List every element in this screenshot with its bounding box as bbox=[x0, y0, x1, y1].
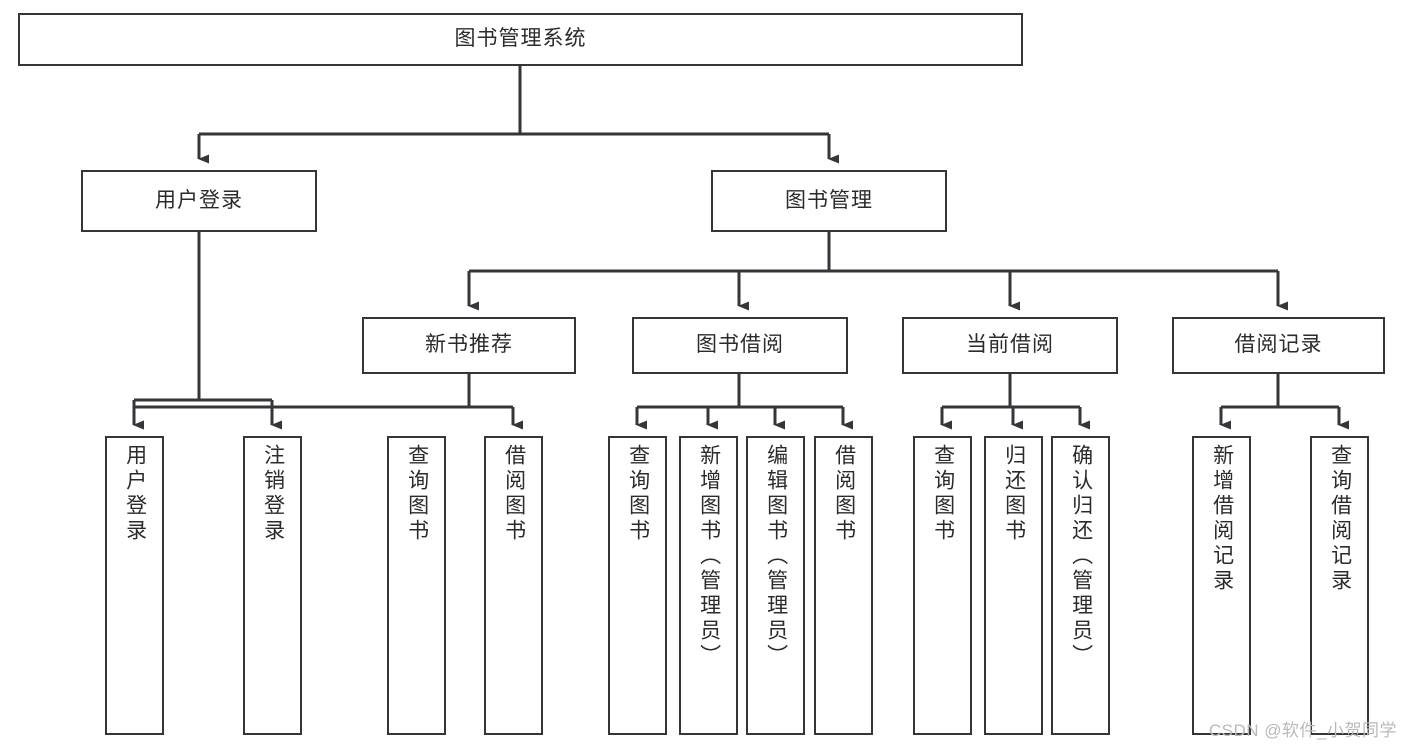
leaf-user-login-label: 用户登录 bbox=[123, 444, 147, 544]
node-borrow-record-label: 借阅记录 bbox=[1234, 333, 1323, 357]
leaf-logout[interactable]: 注销登录 bbox=[243, 436, 302, 735]
node-book-manage-label: 图书管理 bbox=[785, 188, 873, 212]
leaf-add-book[interactable]: 新增图书（管理员） bbox=[679, 436, 738, 735]
leaf-edit-book[interactable]: 编辑图书（管理员） bbox=[746, 436, 805, 735]
csdn-watermark: CSDN @软件_小贺同学 bbox=[1208, 721, 1397, 740]
node-new-book-recommend[interactable]: 新书推荐 bbox=[362, 317, 576, 374]
leaf-query-record-label: 查询借阅记录 bbox=[1328, 444, 1352, 594]
node-current-borrow[interactable]: 当前借阅 bbox=[902, 317, 1118, 374]
leaf-add-record[interactable]: 新增借阅记录 bbox=[1192, 436, 1251, 735]
node-book-borrow[interactable]: 图书借阅 bbox=[632, 317, 848, 374]
node-book-borrow-label: 图书借阅 bbox=[696, 333, 784, 357]
leaf-query-record[interactable]: 查询借阅记录 bbox=[1310, 436, 1369, 735]
node-user-login[interactable]: 用户登录 bbox=[81, 170, 317, 232]
node-root-label: 图书管理系统 bbox=[454, 27, 587, 51]
leaf-confirm-return[interactable]: 确认归还（管理员） bbox=[1051, 436, 1110, 735]
leaf-query-book-3[interactable]: 查询图书 bbox=[913, 436, 972, 735]
node-borrow-record[interactable]: 借阅记录 bbox=[1172, 317, 1385, 374]
node-book-manage[interactable]: 图书管理 bbox=[711, 170, 947, 232]
leaf-query-book-2[interactable]: 查询图书 bbox=[608, 436, 667, 735]
tree-connectors bbox=[132, 66, 1349, 430]
leaf-query-book-1-label: 查询图书 bbox=[405, 444, 429, 544]
leaf-borrow-book-1[interactable]: 借阅图书 bbox=[484, 436, 543, 735]
leaf-query-book-2-label: 查询图书 bbox=[626, 444, 650, 544]
leaf-edit-book-label: 编辑图书（管理员） bbox=[764, 444, 788, 669]
node-root[interactable]: 图书管理系统 bbox=[18, 13, 1023, 66]
leaf-borrow-book-1-label: 借阅图书 bbox=[502, 444, 526, 544]
node-new-book-recommend-label: 新书推荐 bbox=[425, 333, 513, 357]
leaf-add-record-label: 新增借阅记录 bbox=[1210, 444, 1234, 594]
leaf-return-book-label: 归还图书 bbox=[1002, 444, 1026, 544]
leaf-query-book-1[interactable]: 查询图书 bbox=[387, 436, 446, 735]
leaf-borrow-book-2[interactable]: 借阅图书 bbox=[814, 436, 873, 735]
leaf-user-login[interactable]: 用户登录 bbox=[105, 436, 164, 735]
node-user-login-label: 用户登录 bbox=[155, 188, 243, 212]
leaf-logout-label: 注销登录 bbox=[261, 444, 285, 544]
leaf-add-book-label: 新增图书（管理员） bbox=[697, 444, 721, 669]
leaf-query-book-3-label: 查询图书 bbox=[931, 444, 955, 544]
leaf-confirm-return-label: 确认归还（管理员） bbox=[1069, 444, 1093, 669]
leaf-borrow-book-2-label: 借阅图书 bbox=[832, 444, 856, 544]
node-current-borrow-label: 当前借阅 bbox=[966, 333, 1054, 357]
leaf-return-book[interactable]: 归还图书 bbox=[984, 436, 1043, 735]
